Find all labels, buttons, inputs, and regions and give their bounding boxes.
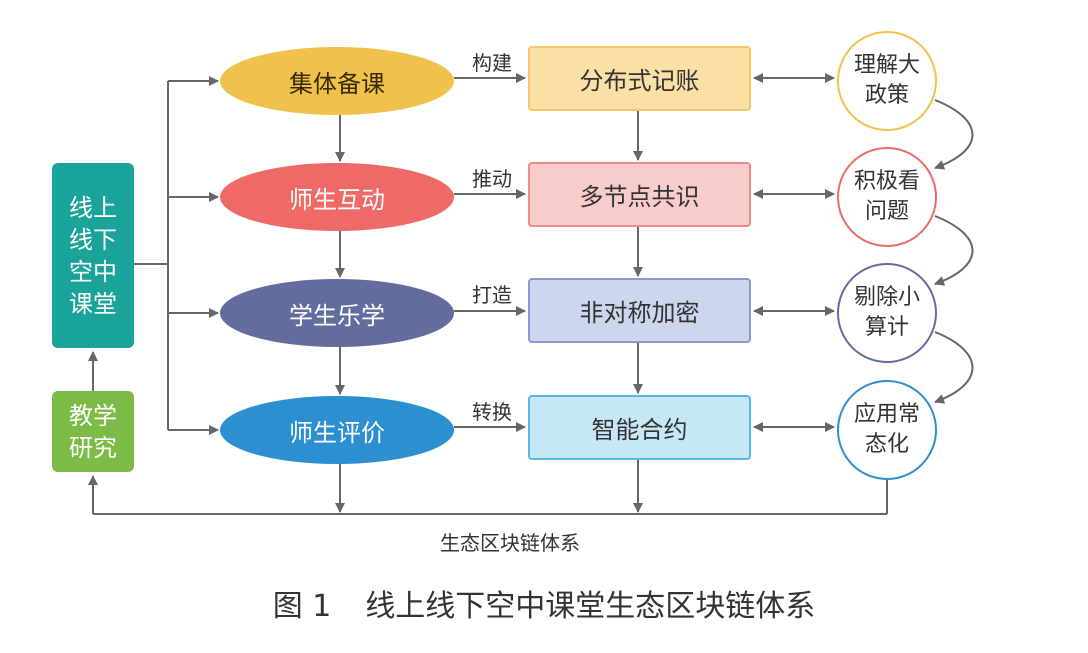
outcome-circle-1: 理解大政策 [837,31,937,131]
teaching-research-box: 教学研究 [52,391,134,472]
curve-outcome-2-to-3 [934,215,974,286]
stage-ellipse-2: 师生互动 [220,163,454,231]
mechanism-box-3: 非对称加密 [528,278,751,343]
figure-number: 图 1 [272,589,332,624]
ecosystem-label: 生态区块链体系 [440,530,580,555]
online-offline-classroom-box: 线上线下空中课堂 [52,163,134,348]
mechanism-box-2: 多节点共识 [528,162,751,227]
outcome-circle-3: 剔除小算计 [837,263,937,363]
stage-ellipse-3: 学生乐学 [220,279,454,347]
figure-caption: 图 1 线上线下空中课堂生态区块链体系 [150,580,938,626]
verb-label-4: 转换 [472,399,512,424]
figure-title: 线上线下空中课堂生态区块链体系 [365,589,816,624]
mechanism-box-4: 智能合约 [528,395,751,460]
mechanism-box-1: 分布式记账 [528,46,751,111]
stage-ellipse-1: 集体备课 [220,47,454,115]
online-offline-classroom-label: 线上线下空中课堂 [69,193,117,318]
curve-outcome-3-to-4 [934,331,974,404]
verb-label-1: 构建 [472,50,512,75]
stage-ellipse-4: 师生评价 [220,396,454,464]
verb-label-3: 打造 [472,282,512,307]
teaching-research-label: 教学研究 [69,401,117,462]
outcome-circle-4: 应用常态化 [837,380,937,480]
outcome-circle-2: 积极看问题 [837,147,937,247]
verb-label-2: 推动 [472,166,512,191]
curve-outcome-1-to-2 [934,99,974,170]
